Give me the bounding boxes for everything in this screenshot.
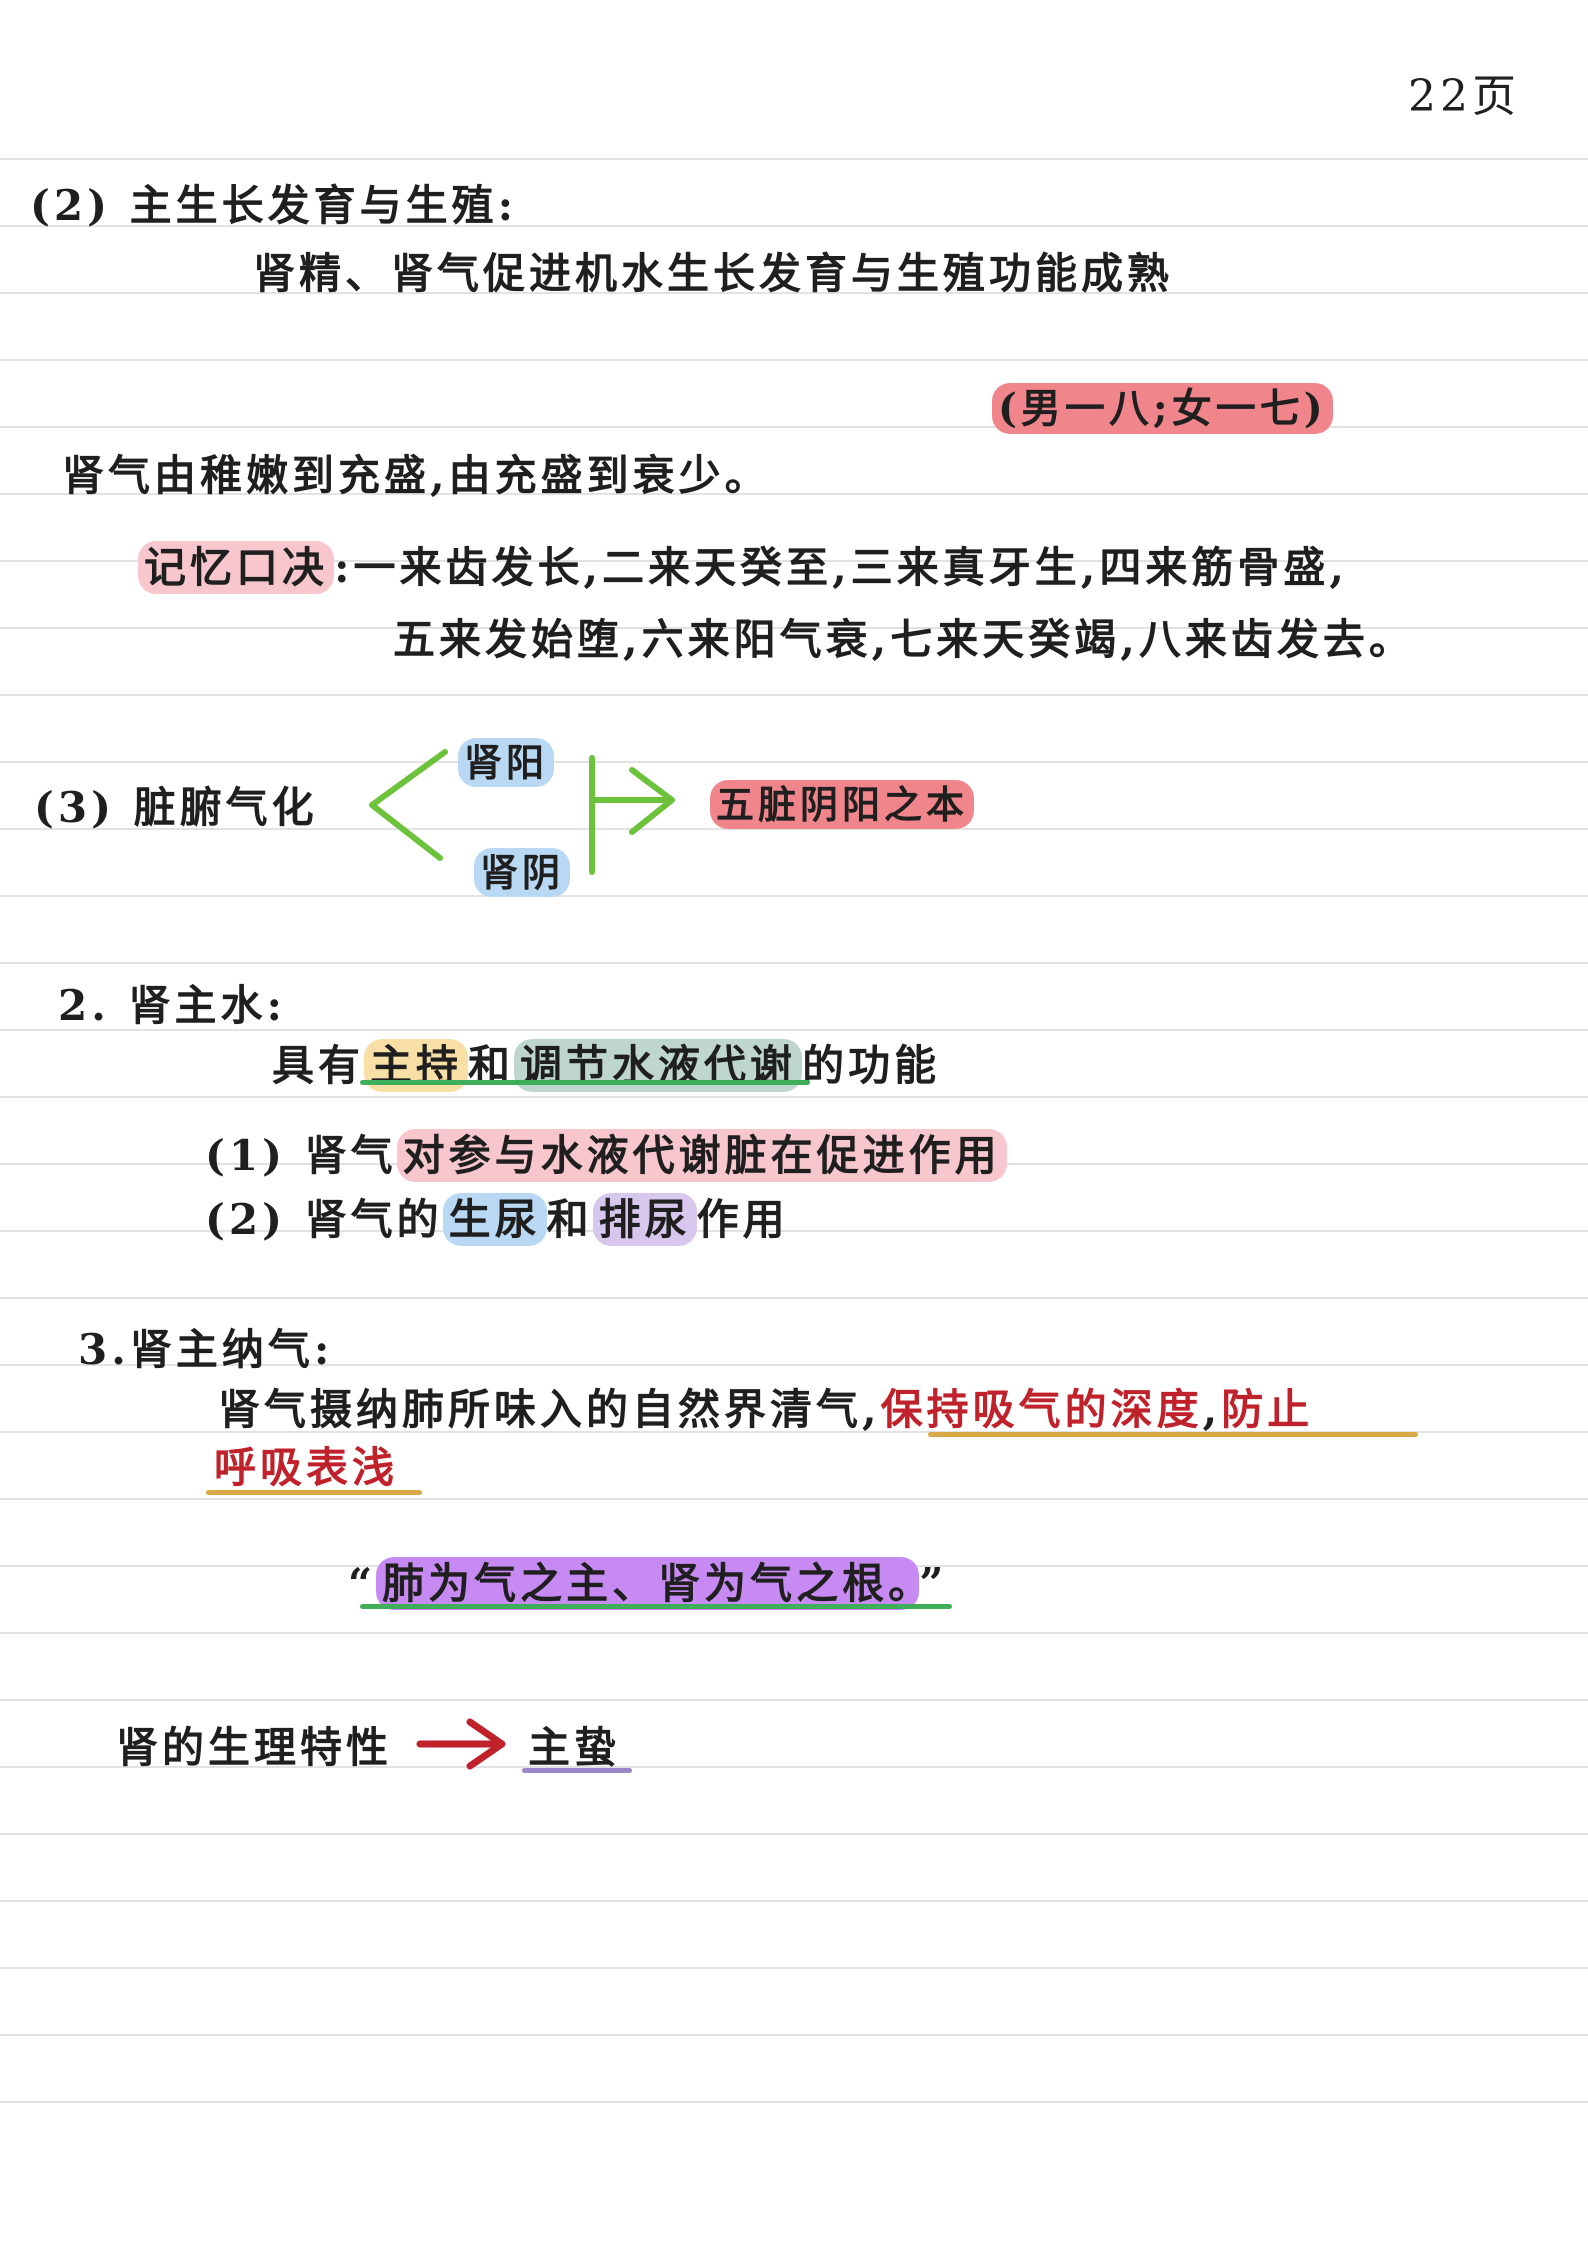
diagram-result: 五脏阴阳之本 bbox=[710, 774, 975, 829]
arrow-right-red-icon bbox=[416, 1718, 506, 1770]
qi-quote-highlight: 肺为气之主、肾为气之根。 bbox=[376, 1557, 920, 1610]
qi-underline-2 bbox=[206, 1490, 422, 1495]
branch-kidney-yang: 肾阳 bbox=[458, 732, 555, 787]
age-cycle-note: (男一八;女一七) bbox=[992, 376, 1333, 434]
kidney-yin-highlight: 肾阴 bbox=[474, 848, 571, 897]
water-item-2-hl-urination: 排尿 bbox=[592, 1193, 697, 1246]
section-heading-visceral-qi: (3) 脏腑气化 bbox=[34, 783, 318, 832]
qi-quote-close: ” bbox=[919, 1559, 948, 1608]
age-cycle-note-highlight: (男一八;女一七) bbox=[992, 383, 1333, 434]
water-item-1-highlight: 对参与水液代谢脏在促进作用 bbox=[396, 1129, 1007, 1182]
qi-red-prevent: 防止 bbox=[1221, 1385, 1314, 1434]
section-heading-qi: 3.肾主纳气: bbox=[78, 1325, 334, 1374]
mnemonic-line-1-text: 一来齿发长,二来天癸至,三来真牙生,四来筋骨盛, bbox=[353, 543, 1349, 592]
mnemonic-colon: : bbox=[334, 543, 354, 592]
qi-comma: , bbox=[1202, 1385, 1222, 1434]
qi-red-depth: 保持吸气的深度 bbox=[880, 1385, 1203, 1434]
branch-kidney-yin: 肾阴 bbox=[474, 842, 571, 897]
kidney-qi-summary: 肾气由稚嫩到充盛,由充盛到衰少。 bbox=[62, 451, 771, 500]
mnemonic-line-1: 记忆口决:一来齿发长,二来天癸至,三来真牙生,四来筋骨盛, bbox=[138, 534, 1348, 595]
qi-quote-line: “肺为气之主、肾为气之根。” bbox=[348, 1550, 947, 1611]
diagram-result-highlight: 五脏阴阳之本 bbox=[710, 780, 975, 829]
water-item-2-suffix: 作用 bbox=[696, 1195, 789, 1244]
traits-result: 主蛰 bbox=[528, 1723, 621, 1772]
qi-body-line-1: 肾气摄纳肺所味入的自然界清气,保持吸气的深度,防止 bbox=[218, 1376, 1313, 1437]
kidney-yang-highlight: 肾阳 bbox=[458, 738, 555, 787]
traits-label: 肾的生理特性 bbox=[116, 1723, 393, 1772]
water-body-prefix: 具有 bbox=[272, 1041, 365, 1090]
section-heading-water: 2. 肾主水: bbox=[58, 981, 286, 1030]
growth-body-text: 肾精、肾气促进机水生长发育与生殖功能成熟 bbox=[253, 249, 1174, 298]
qi-underline-1 bbox=[928, 1432, 1418, 1437]
water-item-2-prefix: (2) 肾气的 bbox=[205, 1195, 443, 1244]
mnemonic-line-2: 五来发始堕,六来阳气衰,七来天癸竭,八来齿发去。 bbox=[393, 615, 1415, 664]
traits-underline bbox=[522, 1768, 632, 1773]
water-item-2: (2) 肾气的生尿和排尿作用 bbox=[205, 1186, 789, 1247]
water-item-2-hl-urine-production: 生尿 bbox=[442, 1193, 547, 1246]
water-body-suffix: 的功能 bbox=[802, 1041, 941, 1090]
water-item-2-connector: 和 bbox=[546, 1195, 593, 1244]
qi-quote-open: “ bbox=[348, 1559, 377, 1608]
water-underline bbox=[360, 1080, 810, 1085]
water-item-1: (1) 肾气对参与水液代谢脏在促进作用 bbox=[205, 1122, 1007, 1183]
arrow-right-icon bbox=[589, 755, 675, 875]
mnemonic-label: 记忆口决 bbox=[138, 541, 335, 594]
water-item-1-prefix: (1) 肾气 bbox=[205, 1131, 397, 1180]
qi-body-text: 肾气摄纳肺所味入的自然界清气, bbox=[218, 1385, 881, 1434]
page-number: 22页 bbox=[1408, 71, 1520, 122]
qi-quote-underline bbox=[360, 1604, 952, 1609]
section-heading-growth-reproduction: (2) 主生长发育与生殖: bbox=[30, 181, 518, 230]
bracket-icon bbox=[369, 749, 448, 861]
qi-red-shallow: 呼吸表浅 bbox=[214, 1443, 399, 1492]
